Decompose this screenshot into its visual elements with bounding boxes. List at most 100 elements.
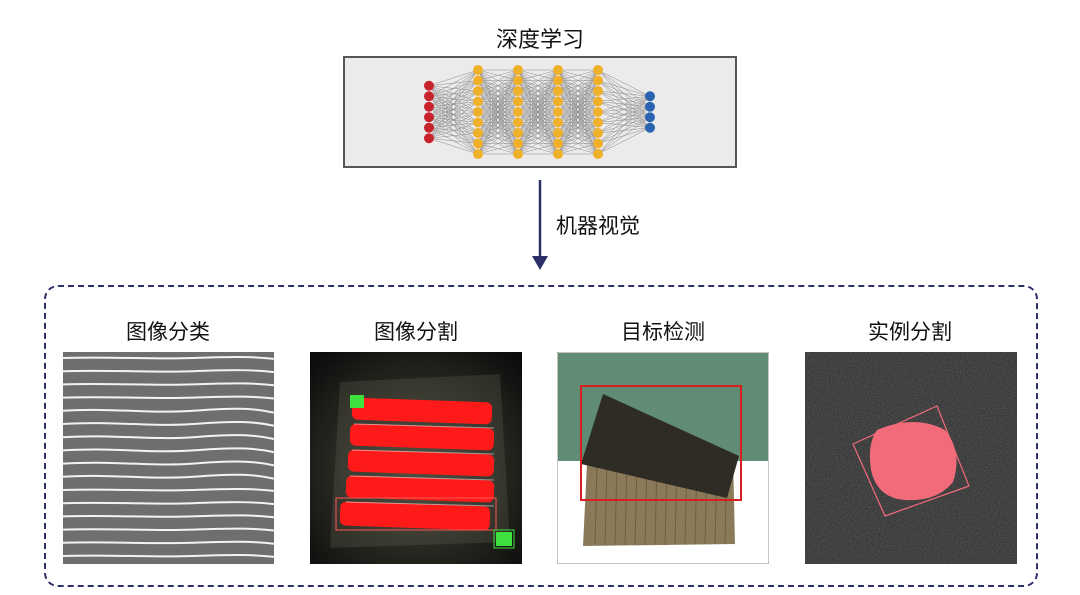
- network-edge: [428, 69, 479, 97]
- network-node: [645, 101, 655, 112]
- stripe-line: [63, 473, 274, 480]
- network-edge: [477, 69, 519, 155]
- network-edge: [557, 90, 599, 155]
- network-node: [424, 133, 434, 144]
- down-arrow-icon: [532, 180, 548, 270]
- network-node: [593, 96, 603, 107]
- network-edge: [517, 69, 559, 155]
- network-edge: [557, 69, 599, 113]
- network-node: [473, 96, 483, 107]
- network-edge: [517, 69, 559, 102]
- network-node: [553, 138, 563, 149]
- network-edge: [477, 69, 519, 113]
- network-edge: [557, 111, 599, 155]
- network-node: [593, 117, 603, 128]
- network-node: [593, 107, 603, 117]
- network-edge: [517, 69, 559, 123]
- stripe-line: [63, 540, 274, 545]
- network-node: [553, 128, 563, 138]
- network-edge: [597, 96, 651, 134]
- network-node: [513, 86, 523, 96]
- network-edge: [428, 69, 479, 86]
- network-edge: [557, 80, 599, 155]
- network-edge: [428, 132, 479, 139]
- instance-segmentation-label: 实例分割: [868, 320, 952, 344]
- network-node: [553, 86, 563, 96]
- network-edge: [428, 122, 479, 139]
- object-detection-image: [557, 352, 769, 564]
- network-node: [513, 107, 523, 117]
- network-edge: [517, 101, 559, 155]
- network-edge: [428, 111, 479, 139]
- network-edge: [557, 69, 599, 123]
- deep-learning-title: 深度学习: [495, 28, 584, 53]
- network-edge: [597, 117, 651, 155]
- stripe-line: [63, 487, 274, 492]
- network-node: [513, 96, 523, 107]
- network-edge: [517, 69, 559, 113]
- network-edge: [477, 122, 519, 155]
- network-edge: [597, 96, 651, 123]
- stripe-line: [63, 434, 274, 440]
- network-node: [473, 128, 483, 138]
- network-node: [645, 122, 655, 133]
- stripe-line: [63, 420, 274, 427]
- neural-network-graph: [424, 65, 655, 159]
- stripe-line: [63, 447, 274, 454]
- network-edge: [517, 143, 559, 155]
- machine-vision-label: 机器视觉: [556, 214, 640, 238]
- network-edge: [597, 96, 651, 155]
- network-node: [553, 149, 563, 159]
- network-node: [513, 138, 523, 149]
- network-edge: [477, 69, 519, 134]
- stripe-line: [63, 407, 274, 414]
- stripe-line: [63, 501, 274, 506]
- network-edge: [477, 80, 519, 155]
- network-edge: [597, 90, 651, 97]
- network-edge: [517, 69, 559, 144]
- network-edge: [477, 69, 519, 92]
- neural-network-diagram: [343, 56, 737, 168]
- network-edge: [477, 132, 519, 155]
- network-edge: [597, 96, 651, 113]
- network-node: [513, 65, 523, 75]
- network-edge: [477, 101, 519, 155]
- network-edge: [557, 132, 599, 155]
- network-edge: [597, 106, 651, 155]
- network-edge: [517, 132, 559, 155]
- network-edge: [428, 138, 479, 144]
- network-edge: [428, 138, 479, 155]
- network-edge: [428, 69, 479, 118]
- network-node: [473, 86, 483, 96]
- network-edge: [597, 80, 651, 97]
- network-node: [593, 128, 603, 138]
- network-node: [553, 96, 563, 107]
- network-node: [424, 91, 434, 102]
- network-edge: [428, 80, 479, 139]
- network-edge: [517, 69, 559, 81]
- network-edge: [557, 69, 599, 134]
- network-node: [513, 128, 523, 138]
- network-edge: [477, 69, 519, 123]
- network-node: [553, 75, 563, 86]
- network-node: [513, 75, 523, 86]
- stripe-line: [63, 514, 274, 519]
- network-edge: [557, 101, 599, 155]
- stripe-line: [63, 460, 274, 467]
- network-node: [593, 75, 603, 86]
- network-node: [645, 112, 655, 123]
- network-node: [424, 122, 434, 133]
- network-node: [473, 138, 483, 149]
- network-node: [473, 117, 483, 128]
- network-edge: [517, 122, 559, 155]
- image-segmentation-label: 图像分割: [374, 320, 458, 344]
- image-classification-image: [63, 352, 274, 564]
- network-edge: [428, 69, 479, 128]
- network-node: [424, 112, 434, 123]
- network-edge: [517, 111, 559, 155]
- image-segmentation-image: [310, 352, 522, 564]
- network-node: [424, 101, 434, 112]
- network-node: [645, 91, 655, 102]
- network-edge: [597, 69, 651, 97]
- network-node: [424, 80, 434, 91]
